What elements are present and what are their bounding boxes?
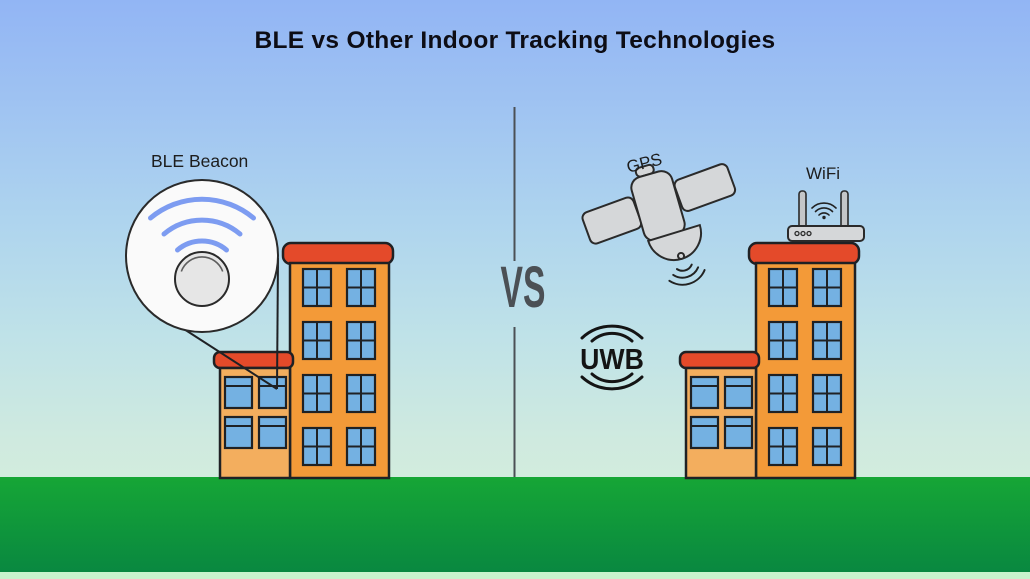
ble-beacon-label: BLE Beacon xyxy=(151,151,249,171)
gps-satellite-icon xyxy=(581,163,737,286)
page-title: BLE vs Other Indoor Tracking Technologie… xyxy=(254,27,776,54)
uwb-label: UWB xyxy=(580,344,644,376)
wifi-label: WiFi xyxy=(806,164,840,183)
uwb-signal-icon xyxy=(580,324,644,391)
wifi-signal-icon xyxy=(811,202,837,220)
ble-beacon-icon xyxy=(125,179,279,390)
grass-ground xyxy=(0,477,1030,572)
vs-label: VS xyxy=(500,255,546,320)
city-buildings-icon-right xyxy=(678,241,861,480)
grass-bottom-strip xyxy=(0,572,1030,579)
wifi-router-icon xyxy=(787,190,865,242)
